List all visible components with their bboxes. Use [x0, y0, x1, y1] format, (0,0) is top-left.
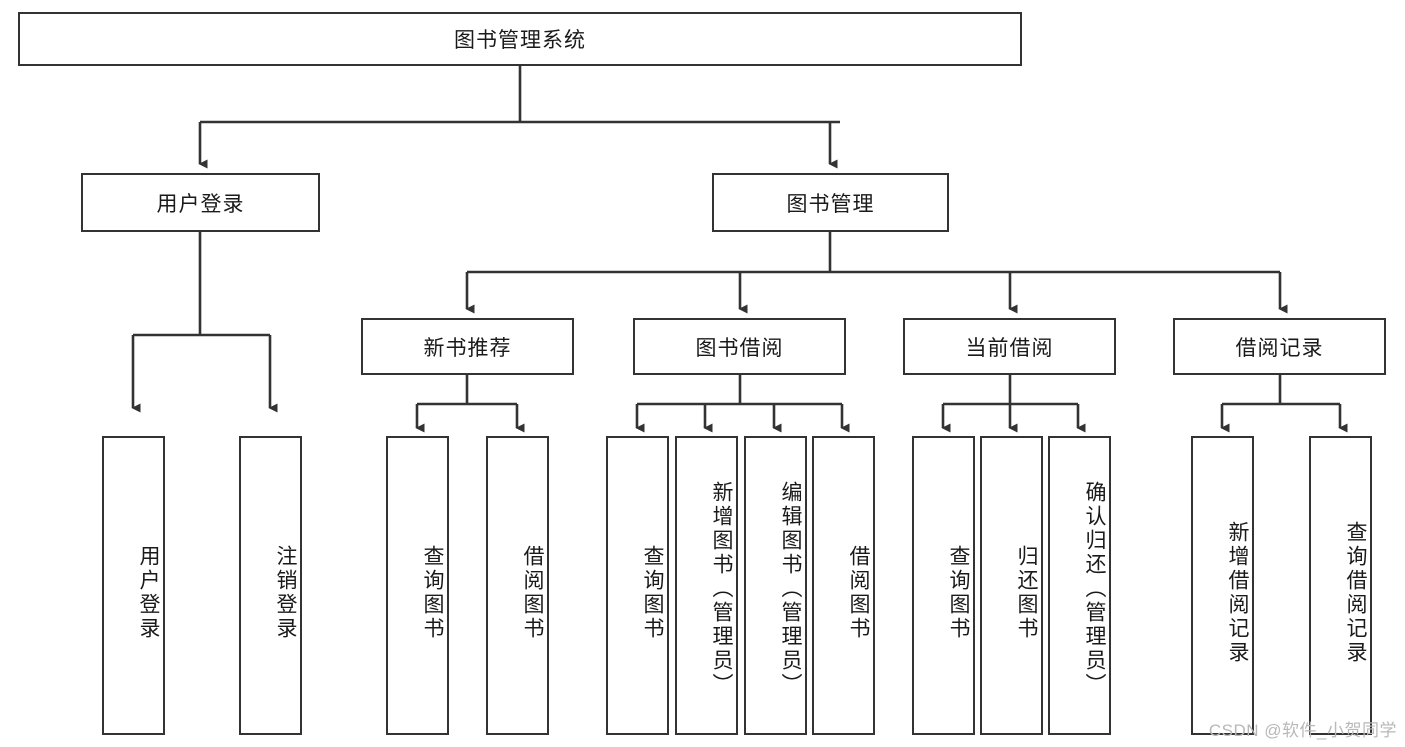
node-label: 图书管理系统 [454, 29, 586, 52]
node-root-system[interactable]: 图书管理系统 [18, 12, 1022, 66]
leaf-recommend-borrow-book[interactable]: 借阅图书 [486, 436, 549, 735]
node-label: 用户登录 [137, 544, 160, 641]
node-book-management[interactable]: 图书管理 [712, 173, 949, 232]
node-label: 归还图书 [1015, 544, 1038, 641]
node-label: 新增借阅记录 [1226, 520, 1249, 665]
node-label: 图书管理 [786, 192, 875, 216]
node-label: 确认归还（管理员） [1083, 480, 1106, 697]
node-label: 编辑图书（管理员） [779, 480, 802, 697]
csdn-watermark: CSDN @软件_小贺同学 [1208, 721, 1397, 740]
node-label: 新书推荐 [423, 336, 512, 360]
node-user-login[interactable]: 用户登录 [81, 173, 320, 232]
node-label: 用户登录 [156, 192, 245, 216]
node-label: 查询图书 [947, 544, 970, 641]
node-label: 图书借阅 [695, 336, 784, 360]
node-label: 新增图书（管理员） [710, 480, 733, 697]
node-label: 注销登录 [274, 544, 297, 641]
leaf-borrow-add-book-admin[interactable]: 新增图书（管理员） [675, 436, 738, 735]
node-label: 查询借阅记录 [1344, 520, 1367, 665]
leaf-user-login-signin[interactable]: 用户登录 [102, 436, 165, 735]
leaf-current-confirm-return-admin[interactable]: 确认归还（管理员） [1048, 436, 1111, 735]
node-label: 查询图书 [421, 544, 444, 641]
node-label: 借阅记录 [1235, 336, 1324, 360]
node-label: 查询图书 [641, 544, 664, 641]
leaf-current-query-book[interactable]: 查询图书 [912, 436, 975, 735]
leaf-record-query-record[interactable]: 查询借阅记录 [1309, 436, 1372, 735]
node-label: 借阅图书 [521, 544, 544, 641]
leaf-current-return-book[interactable]: 归还图书 [980, 436, 1043, 735]
node-borrow-record[interactable]: 借阅记录 [1173, 318, 1386, 375]
leaf-borrow-edit-book-admin[interactable]: 编辑图书（管理员） [744, 436, 807, 735]
node-label: 借阅图书 [847, 544, 870, 641]
leaf-recommend-query-book[interactable]: 查询图书 [386, 436, 449, 735]
leaf-borrow-borrow-book[interactable]: 借阅图书 [812, 436, 875, 735]
node-new-book-recommend[interactable]: 新书推荐 [361, 318, 574, 375]
node-current-borrow[interactable]: 当前借阅 [903, 318, 1116, 375]
leaf-record-add-record[interactable]: 新增借阅记录 [1191, 436, 1254, 735]
leaf-borrow-query-book[interactable]: 查询图书 [606, 436, 669, 735]
leaf-user-login-signout[interactable]: 注销登录 [239, 436, 302, 735]
node-label: 当前借阅 [965, 336, 1054, 360]
node-book-borrow[interactable]: 图书借阅 [633, 318, 846, 375]
